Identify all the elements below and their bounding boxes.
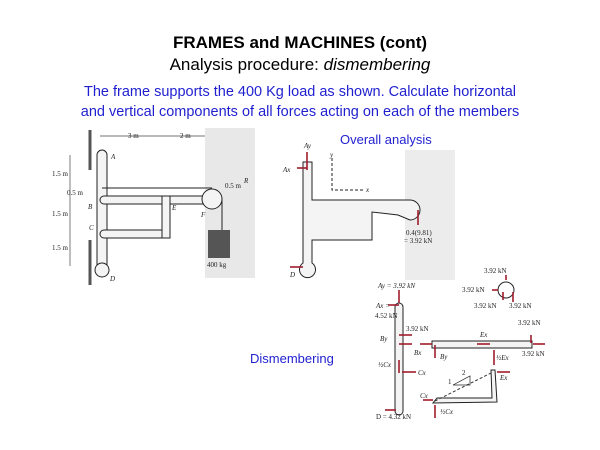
load-block [208, 230, 230, 258]
label-E: E [171, 204, 177, 212]
label-Cx: Cx [418, 369, 427, 377]
label-D: D [289, 271, 295, 279]
label-A: A [110, 153, 116, 161]
dim-1.5m-b: 1.5 m [52, 210, 69, 218]
label-R: R [243, 177, 249, 185]
pulley-force-left: 3.92 kN [462, 286, 485, 294]
force-3.92-left: 3.92 kN [406, 325, 429, 333]
label-Ex: Ex [479, 331, 488, 339]
slope-2: 2 [462, 369, 466, 377]
label-By-left: By [380, 335, 388, 343]
label-By: By [440, 353, 448, 361]
force-arrows [385, 275, 545, 418]
label-B: B [88, 203, 93, 211]
label-half-Cx: ½Cx [440, 408, 454, 416]
member-CE [431, 369, 498, 404]
line-of-action [434, 371, 494, 402]
label-C: C [89, 224, 94, 232]
dim-1.5m-a: 1.5 m [52, 170, 69, 178]
overall-figure: Ay Ax D y x 0.4(9.81) = 3.92 kN [282, 142, 455, 280]
load-value: = 3.92 kN [404, 237, 432, 245]
label-Bx: Bx [414, 349, 422, 357]
label-Ay: Ay [303, 142, 312, 150]
dismembering-label: Dismembering [250, 351, 334, 366]
pin-D [94, 262, 110, 278]
label-Ay: Ay = 3.92 kN [377, 282, 415, 290]
pulley-force-top: 3.92 kN [484, 267, 507, 275]
free-body-outline [299, 161, 421, 279]
problem-statement-line-2: and vertical components of all forces ac… [80, 104, 520, 120]
problem-statement-line-1: The frame supports the 400 Kg load as sh… [83, 84, 517, 100]
pulley-force-bottom-left: 3.92 kN [474, 302, 497, 310]
label-D: D [109, 275, 115, 283]
pulley [201, 188, 223, 210]
member-E-vertical [161, 195, 171, 239]
dim-1.5m-c: 1.5 m [52, 244, 69, 252]
dismembering-figure: Ay = 3.92 kN Ax = 4.52 kN By 3.92 kN Bx … [375, 267, 545, 421]
slope-1: 1 [448, 378, 452, 386]
frame-figure: 3 m 2 m 1.5 m 0.5 m 1.5 m 1.5 m 0.5 m R … [52, 128, 255, 285]
label-x: x [365, 186, 370, 194]
pulley [497, 281, 515, 299]
pulley-force-bottom-right: 3.92 kN [509, 302, 532, 310]
dim-3m: 3 m [128, 132, 139, 140]
member-AD [96, 149, 108, 273]
load-expression: 0.4(9.81) [406, 229, 432, 237]
slide-title: FRAMES and MACHINES (cont) [172, 33, 428, 52]
axes [331, 158, 365, 191]
dim-0.5m: 0.5 m [67, 189, 84, 197]
label-Ax: Ax [282, 166, 291, 174]
subtitle-prefix: Analysis procedure: [169, 55, 324, 74]
dim-radius: 0.5 m [225, 182, 242, 190]
label-Ex-2: Ex [499, 374, 508, 382]
label-y: y [329, 151, 334, 159]
label-F: F [200, 211, 206, 219]
slide-subtitle: Analysis procedure: dismembering [0, 55, 600, 75]
slope-triangle [452, 375, 471, 386]
label-half-Cx-left: ½Cx [378, 361, 392, 369]
overall-analysis-label: Overall analysis [340, 132, 432, 147]
force-right-bottom: 3.92 kN [522, 350, 545, 358]
subtitle-emphasis: dismembering [323, 55, 431, 74]
Ax-value: 4.52 kN [375, 312, 398, 320]
label-D: D = 4.32 kN [376, 413, 411, 421]
force-right-top: 3.92 kN [518, 319, 541, 327]
label-Ax: Ax = [375, 302, 390, 310]
label-Cx-2: Cx [420, 392, 429, 400]
label-half-Ex: ½Ex [496, 354, 510, 362]
load-label: 400 kg [207, 261, 227, 269]
dim-2m: 2 m [180, 132, 191, 140]
member-CE [99, 229, 171, 239]
